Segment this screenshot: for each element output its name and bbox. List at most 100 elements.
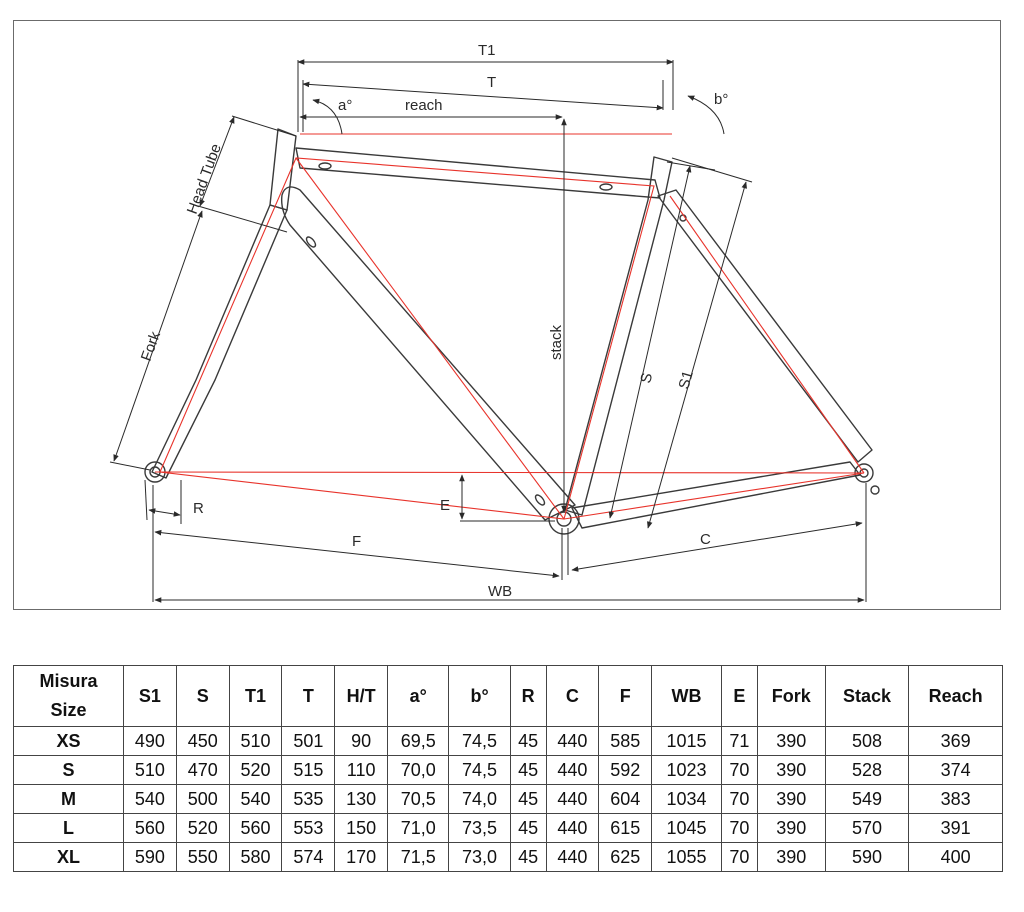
table-cell: 374: [908, 755, 1003, 785]
table-cell: 585: [598, 726, 653, 756]
table-cell: 592: [598, 755, 653, 785]
label-t1: T1: [478, 42, 496, 59]
table-cell: 515: [281, 755, 336, 785]
header-fork: Fork: [756, 665, 826, 727]
table-cell: 73,0: [448, 842, 511, 872]
header-c: C: [545, 665, 600, 727]
header-t1: T1: [228, 665, 283, 727]
head-tube-dimension: [199, 116, 235, 207]
table-cell: 74,5: [448, 755, 511, 785]
table-cell: 1023: [651, 755, 722, 785]
table-cell: 440: [545, 842, 600, 872]
label-reach: reach: [405, 97, 443, 114]
a-angle-arc: [312, 98, 343, 135]
table-cell: 74,5: [448, 726, 511, 756]
table-cell: 150: [334, 813, 389, 843]
header-r: R: [509, 665, 547, 727]
table-cell: 520: [228, 755, 283, 785]
table-cell: 501: [281, 726, 336, 756]
table-cell: 508: [824, 726, 910, 756]
seat-tube-shape: [564, 156, 673, 516]
table-row-m: M 540 500 540 535 130 70,5 74,0 45 440 6…: [13, 784, 1003, 814]
f-dimension: [154, 529, 560, 579]
table-cell: 1034: [651, 784, 722, 814]
table-cell: 70,0: [387, 755, 450, 785]
table-header-row: Misura Size S1 S T1 T H/T a° b° R C F WB…: [13, 665, 1003, 727]
table-cell: 400: [908, 842, 1003, 872]
table-cell: 440: [545, 813, 600, 843]
size-cell: S: [13, 755, 124, 785]
table-row-xl: XL 590 550 580 574 170 71,5 73,0 45 440 …: [13, 842, 1003, 872]
r-dimension: [148, 508, 181, 517]
geometry-table: Misura Size S1 S T1 T H/T a° b° R C F WB…: [13, 665, 1003, 872]
fork-shape: [151, 204, 288, 479]
label-r: R: [193, 500, 204, 517]
table-cell: 604: [598, 784, 653, 814]
label-s1: S1: [676, 369, 697, 391]
table-cell: 490: [123, 726, 177, 756]
table-cell: 110: [334, 755, 389, 785]
table-cell: 590: [824, 842, 910, 872]
header-wb: WB: [651, 665, 722, 727]
table-cell: 440: [545, 726, 600, 756]
label-head-tube: Head Tube: [184, 142, 225, 217]
table-cell: 560: [123, 813, 177, 843]
label-t: T: [487, 74, 496, 91]
table-cell: 470: [175, 755, 230, 785]
header-size-line1: Misura: [39, 671, 98, 691]
table-cell: 549: [824, 784, 910, 814]
table-cell: 383: [908, 784, 1003, 814]
table-cell: 70: [720, 842, 758, 872]
b-angle-arc: [687, 95, 725, 135]
table-cell: 71: [720, 726, 758, 756]
table-cell: 528: [824, 755, 910, 785]
table-cell: 390: [756, 784, 826, 814]
table-cell: 390: [756, 755, 826, 785]
table-cell: 71,5: [387, 842, 450, 872]
table-cell: 390: [756, 726, 826, 756]
table-cell: 69,5: [387, 726, 450, 756]
table-cell: 590: [123, 842, 177, 872]
table-cell: 45: [509, 813, 547, 843]
label-a-angle: a°: [338, 97, 352, 114]
header-f: F: [598, 665, 653, 727]
header-a-angle: a°: [387, 665, 450, 727]
header-stack: Stack: [824, 665, 910, 727]
table-cell: 391: [908, 813, 1003, 843]
table-cell: 560: [228, 813, 283, 843]
table-cell: 45: [509, 784, 547, 814]
table-cell: 369: [908, 726, 1003, 756]
label-e: E: [440, 497, 450, 514]
table-cell: 510: [228, 726, 283, 756]
seat-stay-shape: [657, 189, 873, 463]
table-cell: 90: [334, 726, 389, 756]
label-s: S: [637, 371, 656, 385]
s1-dimension: [647, 181, 747, 529]
table-cell: 440: [545, 755, 600, 785]
label-c: C: [700, 531, 711, 548]
table-cell: 440: [545, 784, 600, 814]
head-tube-shape: [269, 128, 297, 211]
table-cell: 70: [720, 784, 758, 814]
geometry-centerlines: [154, 133, 865, 520]
table-cell: 74,0: [448, 784, 511, 814]
header-b-angle: b°: [448, 665, 511, 727]
header-t: T: [281, 665, 336, 727]
table-cell: 580: [228, 842, 283, 872]
table-cell: 45: [509, 755, 547, 785]
table-cell: 130: [334, 784, 389, 814]
table-cell: 45: [509, 842, 547, 872]
table-cell: 70: [720, 813, 758, 843]
label-wb: WB: [488, 583, 512, 600]
size-cell: XL: [13, 842, 124, 872]
table-cell: 550: [175, 842, 230, 872]
table-cell: 540: [123, 784, 177, 814]
table-cell: 170: [334, 842, 389, 872]
label-fork: Fork: [138, 329, 164, 363]
table-cell: 45: [509, 726, 547, 756]
header-e: E: [720, 665, 758, 727]
table-cell: 70: [720, 755, 758, 785]
t-dimension: [302, 81, 664, 111]
table-cell: 390: [756, 842, 826, 872]
table-row-s: S 510 470 520 515 110 70,0 74,5 45 440 5…: [13, 755, 1003, 785]
